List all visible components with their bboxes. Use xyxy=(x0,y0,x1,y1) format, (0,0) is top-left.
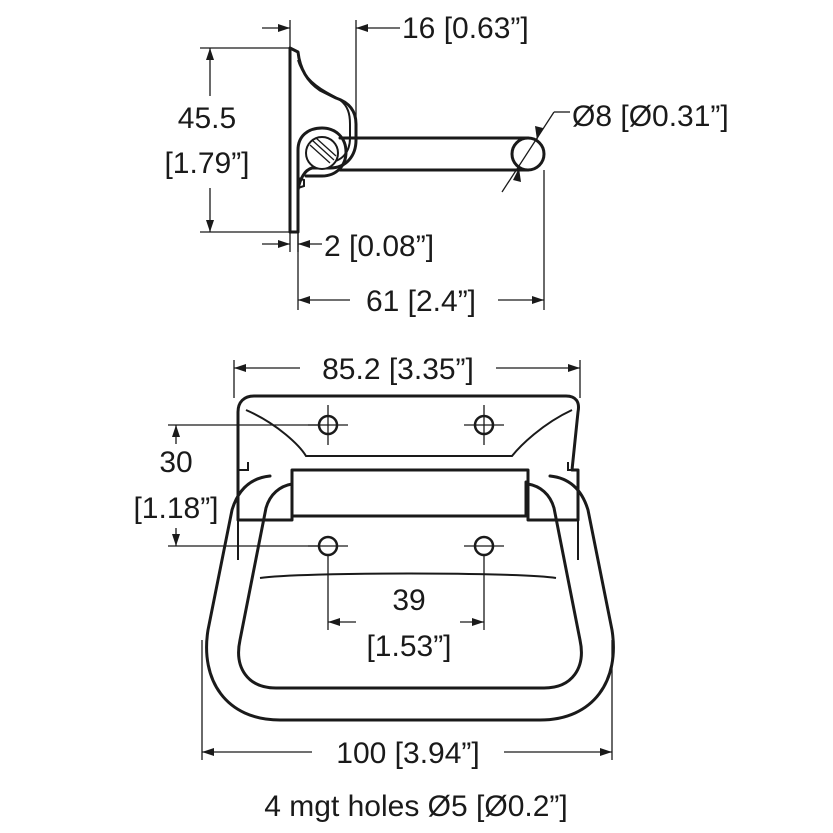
side-pivot-hatch xyxy=(309,137,337,164)
dim-plate-width: 85.2 [3.35”] xyxy=(233,353,581,398)
front-lower-plate-sides xyxy=(237,520,579,560)
front-plate-walls xyxy=(238,462,578,471)
dim-projection-label: 61 [2.4”] xyxy=(366,285,476,318)
dim-side-height: 45.5 [1.79”] xyxy=(164,47,290,233)
front-handle-outer xyxy=(205,474,615,722)
front-view: 85.2 [3.35”] 30 [1.18”] 39 [1.53”] xyxy=(133,353,615,823)
dim-hole-horizontal: 39 [1.53”] xyxy=(327,556,485,663)
front-hinge-bar xyxy=(290,480,528,518)
dim-hole-horizontal-inch: [1.53”] xyxy=(366,630,451,663)
side-pivot-rod xyxy=(305,136,339,170)
side-plate-inner-line xyxy=(297,59,351,163)
dim-hole-vertical-value: 30 xyxy=(159,446,192,479)
side-plate-detail xyxy=(297,177,305,189)
side-hinge-knuckle xyxy=(296,126,348,192)
side-rod-end xyxy=(510,136,546,172)
dim-side-width-label: 16 [0.63”] xyxy=(402,12,529,45)
dim-side-height-value: 45.5 xyxy=(178,102,236,135)
dim-hole-vertical-inch: [1.18”] xyxy=(133,492,218,525)
front-plate-outline xyxy=(236,394,580,522)
dim-thickness-label: 2 [0.08”] xyxy=(324,230,434,263)
front-plate-recess xyxy=(245,409,573,457)
dim-plate-width-label: 85.2 [3.35”] xyxy=(322,353,474,386)
dim-handle-width: 100 [3.94”] xyxy=(201,640,613,770)
dim-handle-width-label: 100 [3.94”] xyxy=(336,737,479,770)
dim-rod-diameter-label: Ø8 [Ø0.31”] xyxy=(572,100,729,133)
dim-projection: 61 [2.4”] xyxy=(297,170,545,318)
dim-rod-diameter: Ø8 [Ø0.31”] xyxy=(501,100,729,193)
front-lower-plate xyxy=(259,572,557,579)
dim-side-height-inch: [1.79”] xyxy=(164,147,249,180)
dim-thickness: 2 [0.08”] xyxy=(262,230,434,263)
mounting-holes-note: 4 mgt holes Ø5 [Ø0.2”] xyxy=(264,790,567,823)
front-handle-inner xyxy=(237,482,583,690)
dim-side-width: 16 [0.63”] xyxy=(262,12,529,124)
side-view: 16 [0.63”] 45.5 [1.79”] Ø8 [Ø0.31”] xyxy=(164,12,728,318)
dim-hole-horizontal-value: 39 xyxy=(392,584,425,617)
side-rod-arm xyxy=(338,136,530,172)
dim-hole-vertical: 30 [1.18”] xyxy=(133,424,318,547)
